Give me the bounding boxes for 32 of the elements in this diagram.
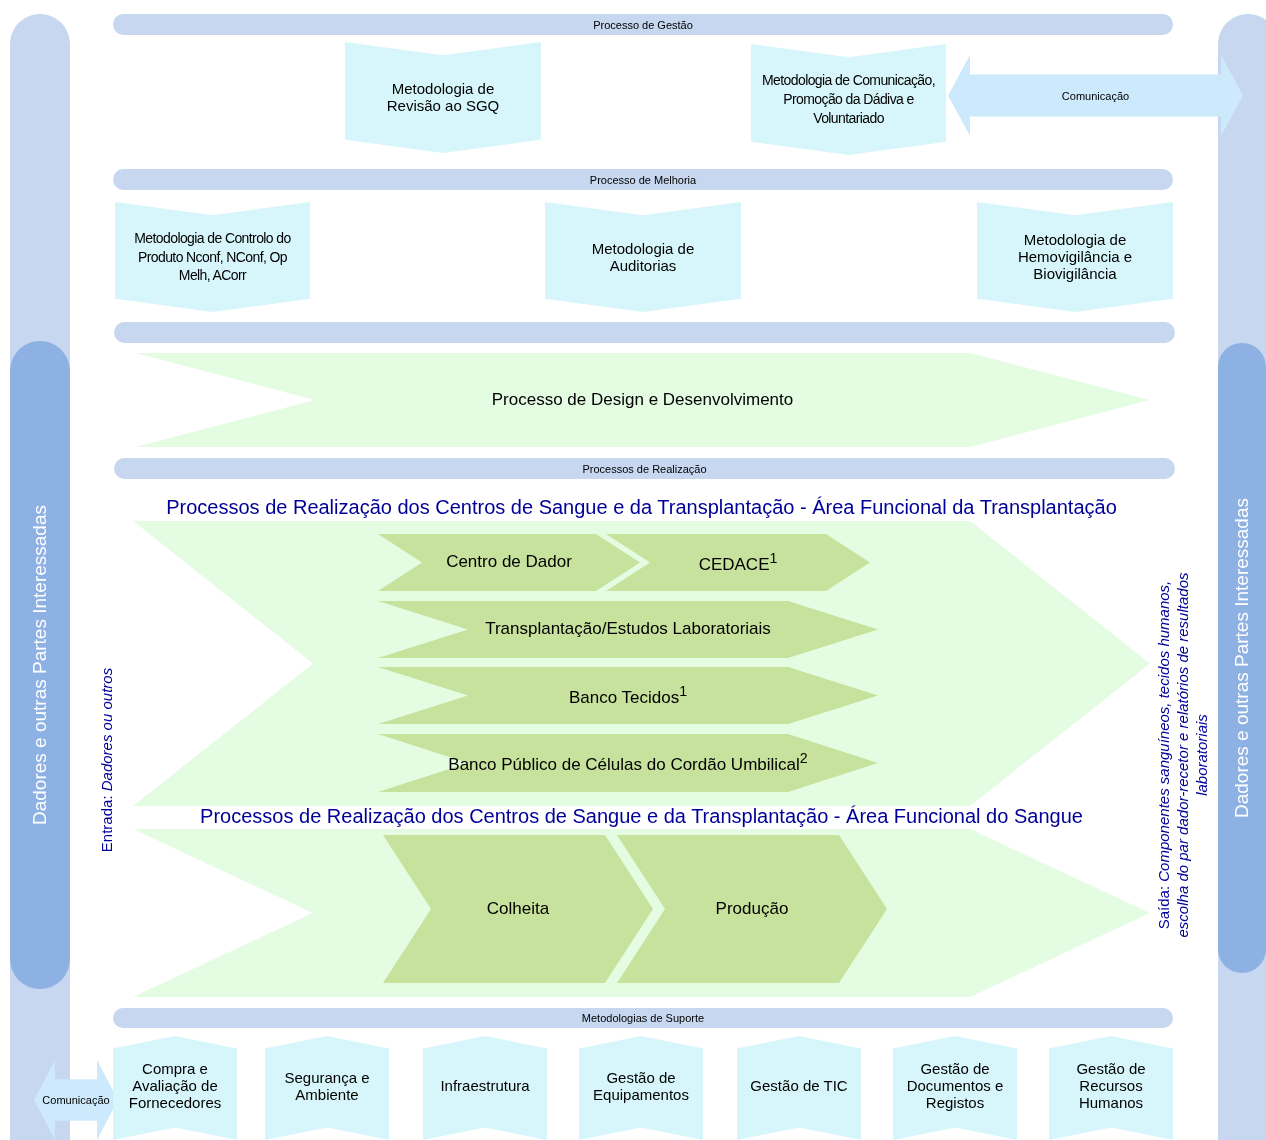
stakeholder-label: Dadores e outras Partes Interessadas [29, 505, 51, 825]
process-label: Segurança e Ambiente [283, 1068, 371, 1103]
arrow-label: Comunicação [1061, 89, 1130, 102]
process-label: Processo de Design e Desenvolvimento [491, 390, 794, 410]
process-label: Centro de Dador [446, 552, 572, 573]
process-label: Colheita [486, 898, 550, 920]
band-label: Processo de Gestão [593, 18, 693, 31]
process-label: CEDACE$^{1}$ [698, 549, 778, 575]
band-label: Metodologias de Suporte [581, 1012, 705, 1024]
process-label: Banco Tecidos$^{1}$ [568, 682, 688, 708]
band-label: Processos de Realização [582, 462, 707, 475]
process-label: Gestão de Documentos e Registos [905, 1060, 1005, 1112]
section-heading: Processos de Realização dos Centros de Sangue e da Transplantação - Área Funcional do Sangue [200, 804, 1083, 828]
process-label: Metodologia de Controlo do Produto Nconf, NConf, Op Melh, ACorr [133, 228, 292, 286]
process-label: Metodologia de Hemovigilância e Biovigilância [1016, 231, 1134, 283]
process-label: Gestão de TIC [750, 1077, 848, 1095]
band-label: Processo de Melhoria [589, 173, 697, 186]
input-note: Entrada: Dadores ou outros [97, 667, 115, 853]
process-label: Metodologia de Auditorias [590, 240, 696, 274]
process-label: Metodologia de Comunicação, Promoção da Dádiva e Voluntariado [761, 71, 936, 128]
process-label: Compra e Avaliação de Fornecedores [127, 1060, 223, 1112]
arrow-label: Comunicação [42, 1094, 110, 1106]
process-label: Banco Público de Células do Cordão Umbilical$^{2}$ [448, 750, 808, 776]
process-label: Produção [715, 898, 789, 920]
process-label: Infraestrutura [440, 1077, 530, 1095]
section-heading: Processos de Realização dos Centros de Sangue e da Transplantação - Área Funcional da Transplantação [166, 496, 1117, 519]
process-label: Metodologia de Revisão ao SGQ [385, 80, 501, 115]
output-note: Saída: Componentes sanguíneos, tecidos humanos, escolha do par dador-recetor e relatórios de resultados laboratoriais [1154, 571, 1211, 940]
process-label: Gestão de Equipamentos [592, 1068, 690, 1103]
process-label: Transplantação/Estudos Laboratoriais [485, 619, 771, 640]
stakeholder-label: Dadores e outras Partes Interessadas [1231, 498, 1253, 818]
process-label: Gestão de Recursos Humanos [1075, 1060, 1147, 1112]
